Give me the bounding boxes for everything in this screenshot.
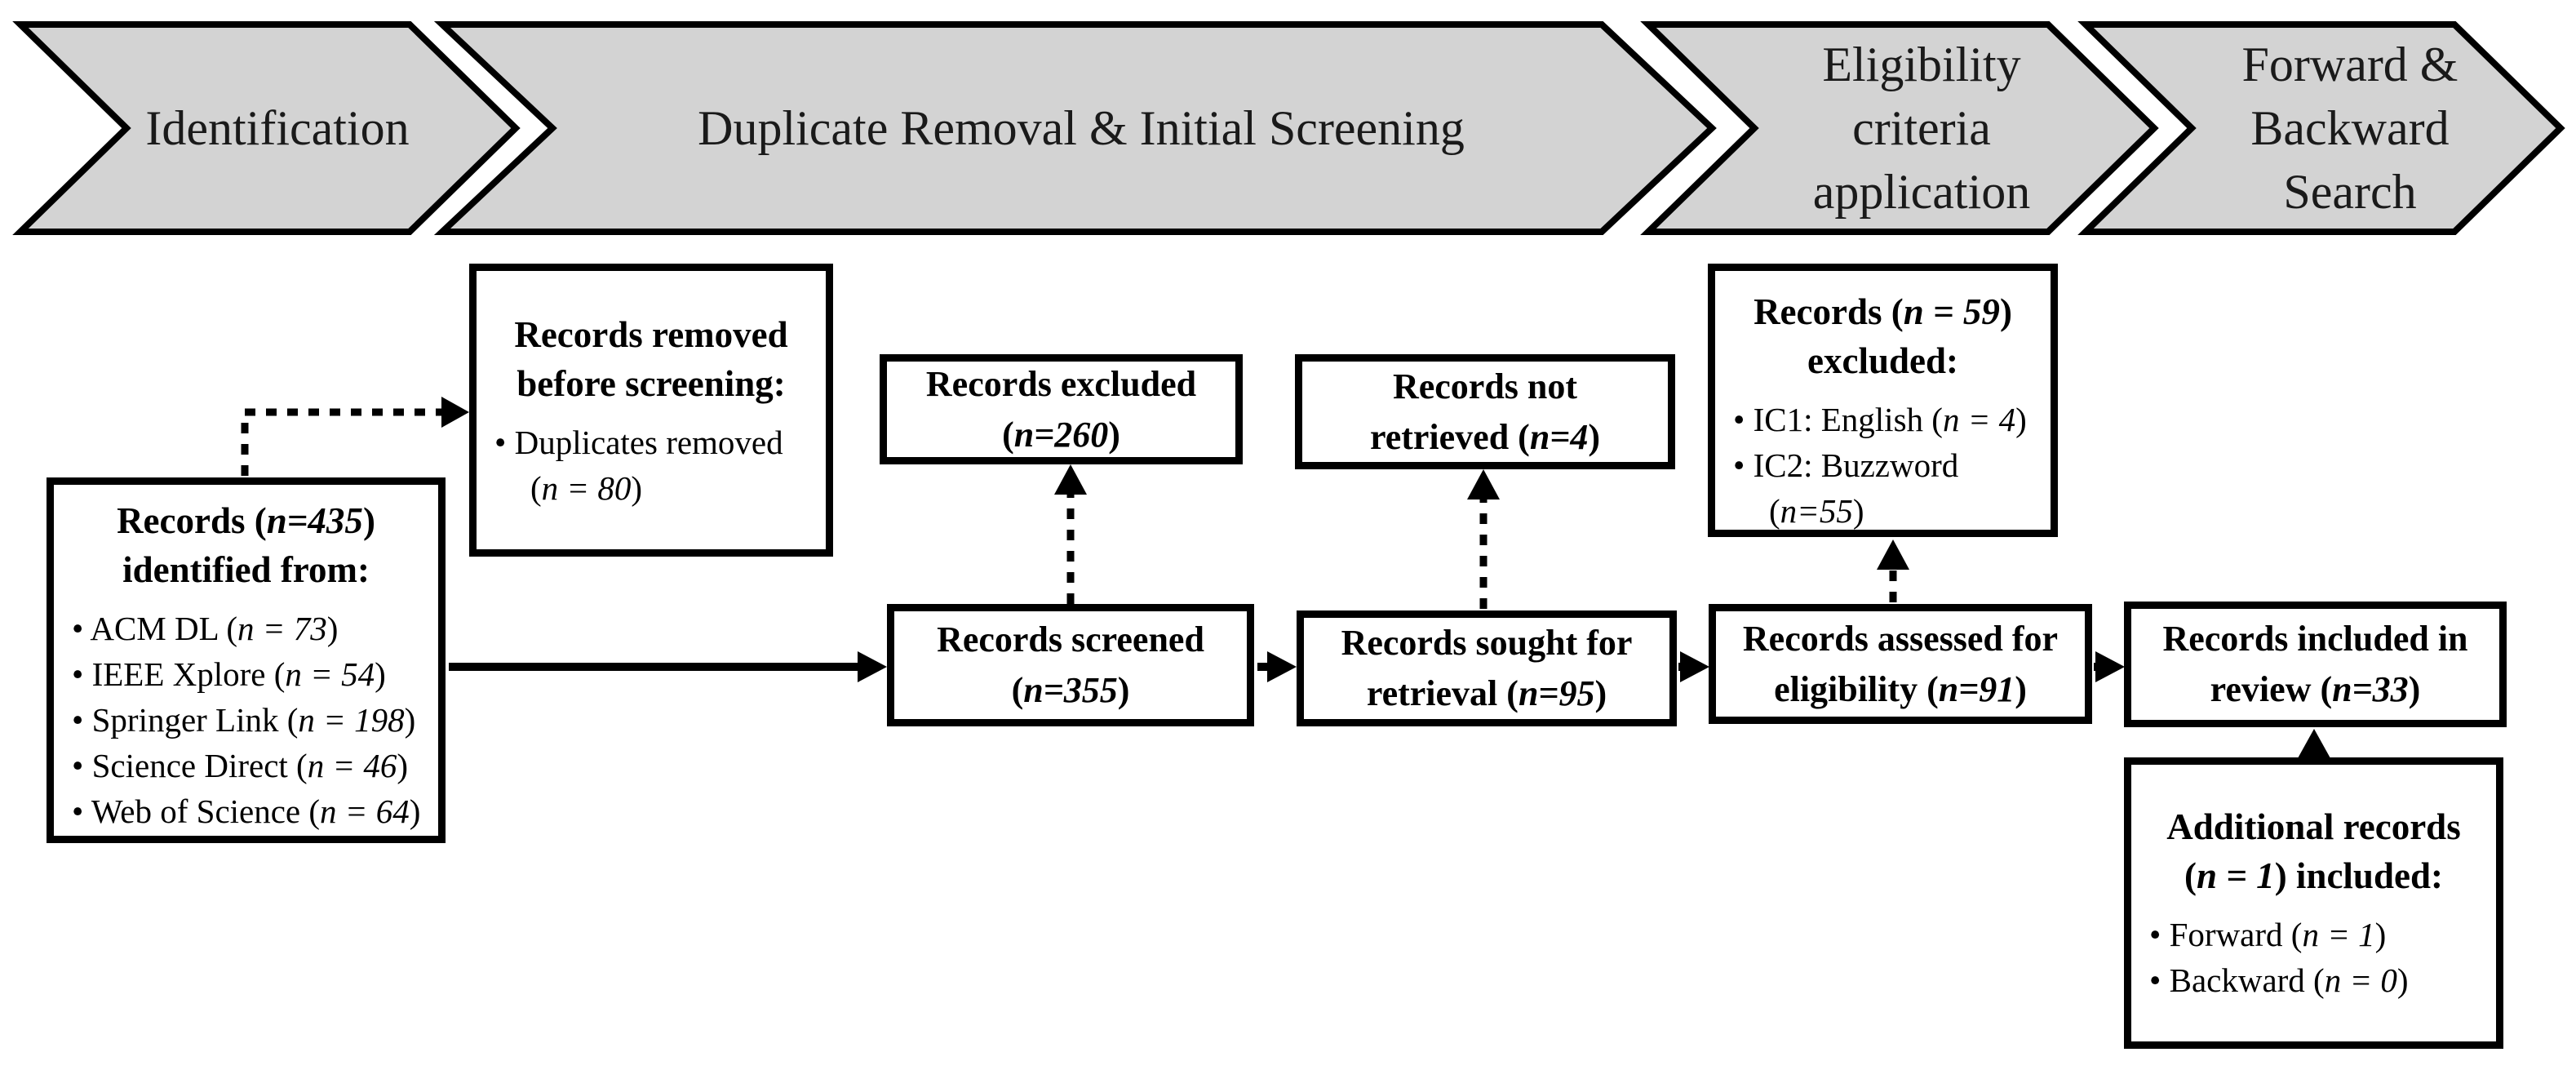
list-item: Backward (n = 0) [2149, 957, 2486, 1003]
box-line: (n=260) [1002, 414, 1120, 455]
title-line: (n = 1) included: [2184, 855, 2443, 896]
box-records-identified-title: Records (n=435) identified from: [54, 496, 438, 594]
box-line: Records excluded [925, 363, 1197, 404]
phase-label-eligibility-criteria: Eligibility criteria application [1754, 24, 2089, 232]
box-records-sought: Records sought for retrieval (n=95) [1297, 610, 1677, 726]
arrowhead-additional-to-included [2298, 729, 2330, 758]
title-line: excluded: [1807, 340, 1958, 381]
arrowhead-sought-to-assessed [1680, 651, 1709, 682]
title-line: Records (n=435) [117, 500, 375, 541]
arrowhead-assessed-to-included [2095, 651, 2125, 682]
list-item: IEEE Xplore (n = 54) [72, 651, 428, 697]
box-records-excluded-criteria-title: Records (n = 59) excluded: [1715, 287, 2051, 385]
list-item: Duplicates removed (n = 80) [494, 420, 816, 511]
box-records-screened: Records screened (n=355) [887, 604, 1254, 726]
title-line: identified from: [122, 549, 370, 590]
title-line: Records (n = 59) [1754, 291, 2012, 332]
box-line: Records assessed for [1742, 618, 2059, 659]
box-records-identified-list: ACM DL (n = 73) IEEE Xplore (n = 54) Spr… [54, 606, 438, 834]
arrowhead-assessed-to-excludedcriteria [1877, 539, 1909, 570]
box-additional-records-title: Additional records (n = 1) included: [2131, 802, 2496, 900]
list-item: ACM DL (n = 73) [72, 606, 428, 651]
arrowhead-identified-to-screened [858, 651, 887, 682]
box-records-excluded: Records excluded (n=260) [880, 354, 1243, 464]
box-records-excluded-criteria: Records (n = 59) excluded: IC1: English … [1708, 264, 2058, 537]
phase-line: Duplicate Removal & Initial Screening [698, 101, 1465, 155]
box-line: Records sought for [1341, 623, 1633, 663]
phase-line: Backward [2250, 101, 2450, 155]
box-additional-records: Additional records (n = 1) included: For… [2124, 757, 2503, 1049]
phase-line: criteria [1852, 101, 1991, 155]
box-records-removed-list: Duplicates removed (n = 80) [477, 420, 826, 511]
phase-label-identification: Identification [82, 24, 473, 232]
phase-line: application [1812, 165, 2031, 219]
chevron-eligibility-criteria [1640, 21, 2159, 235]
arrow-identified-to-removed [241, 408, 441, 476]
phase-label-forward-backward: Forward & Backward Search [2203, 24, 2497, 232]
box-line: retrieval (n=95) [1366, 673, 1607, 713]
phase-line: Eligibility [1822, 38, 2021, 91]
box-records-included: Records included in review (n=33) [2124, 602, 2507, 727]
box-line: retrieved (n=4) [1369, 416, 1601, 457]
box-records-removed-title: Records removed before screening: [477, 310, 826, 408]
arrowhead-identified-to-removed [441, 397, 469, 428]
title-line: Records removed [514, 314, 788, 355]
box-line: review (n=33) [2210, 669, 2421, 709]
arrowhead-sought-to-notretrieved [1467, 469, 1500, 499]
phase-label-duplicate-removal: Duplicate Removal & Initial Screening [563, 24, 1599, 232]
chevron-duplicate-removal [433, 21, 1717, 235]
box-line: Records included in [2162, 619, 2468, 659]
box-records-not-retrieved: Records not retrieved (n=4) [1295, 354, 1675, 469]
box-line: Records screened [937, 619, 1204, 659]
box-records-removed: Records removed before screening: Duplic… [469, 264, 833, 557]
box-additional-records-list: Forward (n = 1) Backward (n = 0) [2131, 912, 2496, 1003]
chevron-identification [12, 21, 521, 235]
box-line: eligibility (n=91) [1774, 668, 2027, 709]
list-item: Web of Science (n = 64) [72, 788, 428, 834]
list-item: Forward (n = 1) [2149, 912, 2486, 957]
phase-line: Search [2283, 165, 2417, 219]
arrowhead-screened-to-sought [1267, 651, 1297, 682]
box-records-assessed: Records assessed for eligibility (n=91) [1709, 604, 2092, 724]
list-item: IC2: Buzzword (n=55) [1733, 442, 2041, 534]
list-item: Science Direct (n = 46) [72, 743, 428, 788]
box-records-excluded-criteria-list: IC1: English (n = 4) IC2: Buzzword (n=55… [1715, 397, 2051, 534]
list-item: IC1: English (n = 4) [1733, 397, 2041, 442]
arrowhead-screened-to-excluded [1054, 464, 1087, 495]
list-item: Springer Link (n = 198) [72, 697, 428, 743]
box-line: Records not [1392, 366, 1578, 406]
box-records-identified: Records (n=435) identified from: ACM DL … [47, 477, 446, 843]
chevron-forward-backward [2077, 21, 2565, 235]
title-line: before screening: [517, 363, 786, 404]
phase-line: Identification [145, 101, 410, 155]
box-line: (n=355) [1011, 670, 1130, 710]
title-line: Additional records [2166, 806, 2461, 847]
phase-line: Forward & [2241, 38, 2459, 91]
